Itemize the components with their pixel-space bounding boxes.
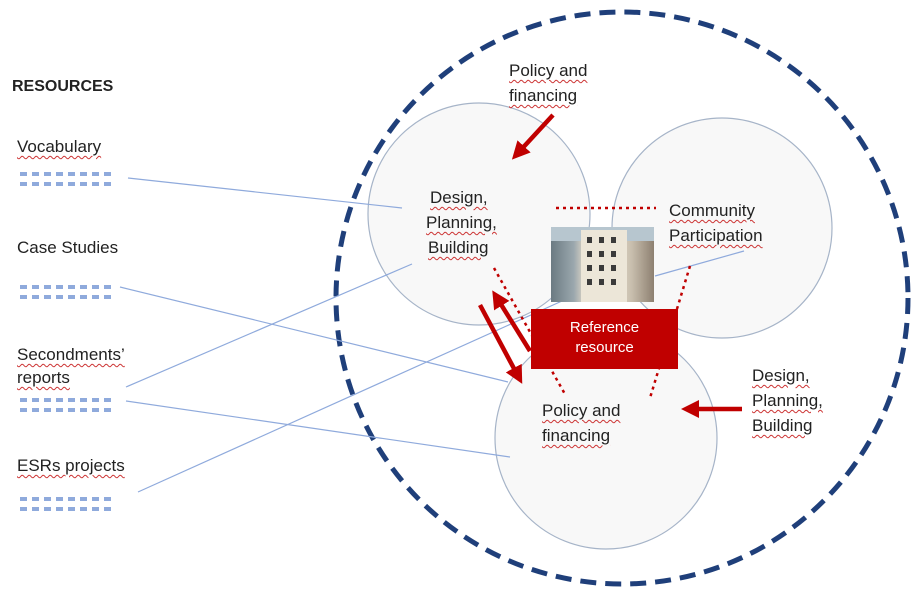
circle-label-policy-line1: Policy and: [542, 401, 621, 420]
circle-design-planning-building: [367, 102, 591, 326]
external-label-design-line1: Design,: [752, 366, 810, 385]
circle-label-community-line1: Community: [669, 201, 755, 220]
arrow-policy-to-design: [492, 290, 532, 353]
resource-vocabulary[interactable]: Vocabulary: [17, 137, 102, 156]
resource-placeholder-lines: [20, 398, 112, 414]
arrow-design-to-policy: [478, 303, 523, 384]
reference-building-photo: [551, 227, 654, 302]
resource-case-studies-label: Case Studies: [17, 238, 119, 257]
circle-label-policy-line2: financing: [542, 426, 611, 445]
connector-line: [125, 263, 413, 388]
resource-placeholder-lines: [20, 285, 112, 301]
external-label-design-line3: Building: [752, 416, 813, 435]
reference-resource-box[interactable]: Reference resource: [531, 309, 678, 369]
connector-line: [137, 300, 563, 493]
connector-line: [654, 250, 745, 277]
circle-label-design-line3: Building: [428, 238, 489, 257]
resource-case-studies[interactable]: Case Studies: [17, 237, 118, 259]
dotted-connector: [648, 265, 692, 399]
arrow-into-design: [511, 113, 555, 160]
outer-dashed-ring: [333, 9, 911, 587]
resources-heading: RESOURCES: [12, 78, 114, 95]
resource-secondments-line1[interactable]: Secondments’: [17, 345, 125, 364]
resource-placeholder-lines: [20, 172, 112, 188]
external-label-design-line2: Planning,: [752, 391, 823, 410]
circle-label-community-line2: Participation: [669, 226, 763, 245]
reference-label-line1: Reference: [569, 319, 640, 336]
connector-line: [125, 400, 511, 458]
resource-placeholder-lines: [20, 497, 112, 513]
resource-secondments-line2[interactable]: reports: [17, 368, 70, 387]
connector-line: [119, 286, 509, 383]
connector-line: [127, 177, 403, 209]
resource-esrs-projects[interactable]: ESRs projects: [17, 456, 125, 475]
reference-label-line2: resource: [575, 339, 634, 356]
external-label-policy-line2: financing: [509, 86, 578, 105]
circle-label-design-line1: Design,: [430, 188, 488, 207]
circle-label-design-line2: Planning,: [426, 213, 497, 232]
external-label-policy-line1: Policy and: [509, 61, 588, 80]
